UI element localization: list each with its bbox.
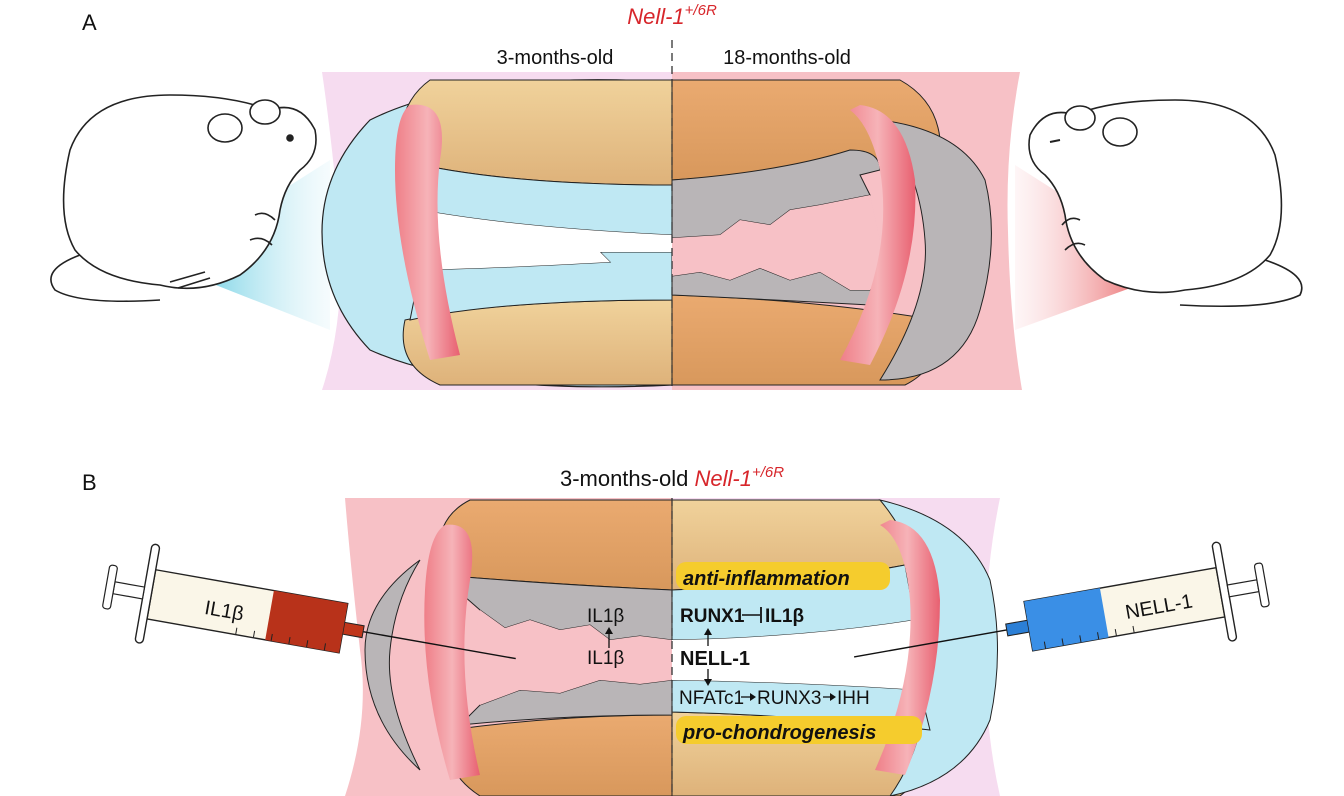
panel-a-genotype-sup: +/6R bbox=[685, 2, 717, 19]
anti-inflammation-label: anti-inflammation bbox=[683, 568, 850, 590]
panel-a-genotype-main: Nell-1 bbox=[627, 4, 684, 29]
il1b-upper-label: IL1β bbox=[587, 606, 624, 627]
nell1-fluid bbox=[1024, 588, 1109, 651]
il1b-fluid bbox=[265, 591, 348, 653]
panel-b-left-lower-bone bbox=[448, 715, 672, 796]
panel-b-genotype-main: Nell-1 bbox=[694, 466, 751, 491]
nell1-plunger-rod bbox=[1227, 580, 1259, 597]
panel-b-title-prefix: 3-months-old bbox=[560, 466, 695, 491]
nell1-center-label: NELL-1 bbox=[680, 648, 750, 670]
runx1-target-label: IL1β bbox=[765, 606, 804, 627]
panel-b-letter: B bbox=[82, 470, 97, 495]
il1b-plunger-rod bbox=[113, 582, 145, 599]
pro-chondrogenesis-label: pro-chondrogenesis bbox=[682, 722, 876, 744]
il1b-lower-label: IL1β bbox=[587, 648, 624, 669]
nell1-needle-hub bbox=[1006, 620, 1030, 636]
runx3-label: RUNX3 bbox=[757, 688, 821, 709]
ihh-label: IHH bbox=[837, 688, 870, 709]
panel-b-title: 3-months-old Nell-1+/6R bbox=[560, 464, 784, 491]
panel-a-right-age: 18-months-old bbox=[723, 47, 851, 69]
panel-b: B 3-months-old Nell-1+/6R anti-inflam bbox=[82, 464, 1274, 796]
panel-a: A Nell-1+/6R 3-months-old 18-months-old bbox=[51, 2, 1302, 390]
panel-a-letter: A bbox=[82, 10, 97, 35]
panel-a-genotype: Nell-1+/6R bbox=[627, 2, 717, 29]
nfatc1-label: NFATc1 bbox=[679, 688, 744, 709]
panel-b-left-upper-bone bbox=[438, 500, 672, 590]
panel-a-left-age: 3-months-old bbox=[497, 47, 614, 69]
panel-b-genotype-sup: +/6R bbox=[752, 464, 784, 481]
runx1-label: RUNX1 bbox=[680, 606, 745, 627]
